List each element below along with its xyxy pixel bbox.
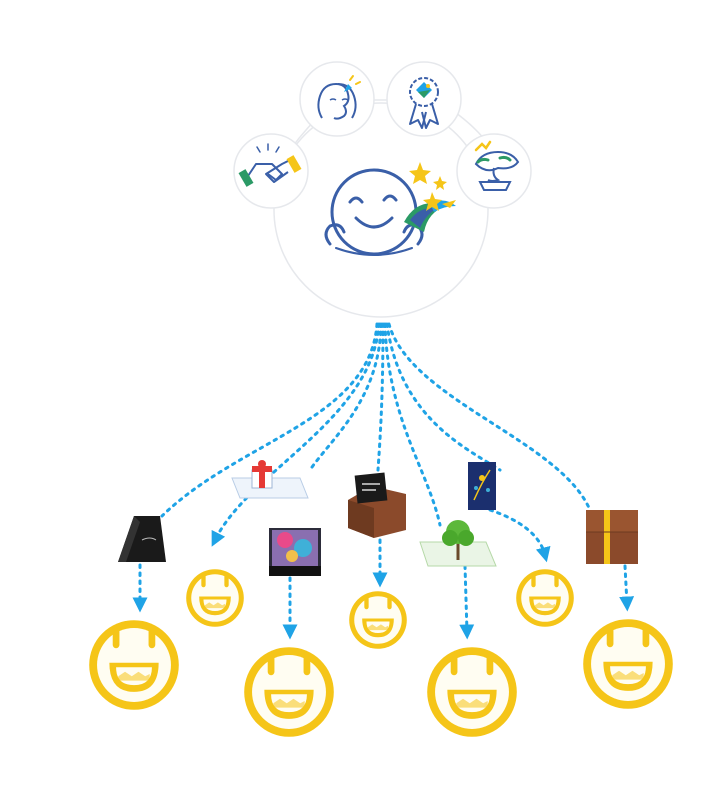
recipient-3-smiley-face-icon: [244, 647, 334, 737]
recipient-5-smiley-face-icon: [427, 647, 517, 737]
recipient-4-smiley-face-icon: [349, 591, 407, 649]
handshake-icon: [238, 143, 302, 187]
value-node-bonsai: [456, 133, 532, 209]
wooden-box-icon: [586, 510, 638, 564]
flow-line-to-recipient-5: [459, 564, 475, 640]
flow-line-to-recipient-7: [619, 564, 635, 612]
two-faces-icon: [317, 75, 361, 120]
value-node-award: [386, 61, 462, 137]
flow-line-to-tree-card: [383, 322, 442, 527]
popup-gift-card-icon: [231, 460, 309, 499]
wooden-note-box-icon: [348, 472, 406, 538]
flow-line-to-black-card: [160, 322, 379, 518]
black-card-icon: [118, 516, 166, 562]
bonsai-tree-icon: [474, 140, 520, 191]
flow-line-to-recipient-6: [488, 508, 551, 563]
popup-tree-card-icon: [419, 520, 497, 567]
award-ribbon-icon: [409, 77, 439, 129]
hub-node: [273, 102, 489, 318]
recipient-1-smiley-face-icon: [89, 620, 179, 710]
blue-art-card-icon: [468, 462, 496, 510]
value-node-two-faces: [299, 61, 375, 137]
recipient-7-smiley-face-icon: [583, 619, 673, 709]
flow-line-to-blue-card: [385, 322, 502, 472]
flow-line-to-popup-card: [308, 322, 383, 472]
recipient-6-smiley-face-icon: [516, 569, 574, 627]
art-box-icon: [269, 528, 321, 576]
recipient-2-smiley-face-icon: [186, 569, 244, 627]
flow-line-to-note-box: [376, 322, 385, 472]
flow-line-to-wooden-box: [387, 322, 592, 512]
value-node-handshake: [233, 133, 309, 209]
smiley-mascot-icon: [324, 162, 456, 256]
